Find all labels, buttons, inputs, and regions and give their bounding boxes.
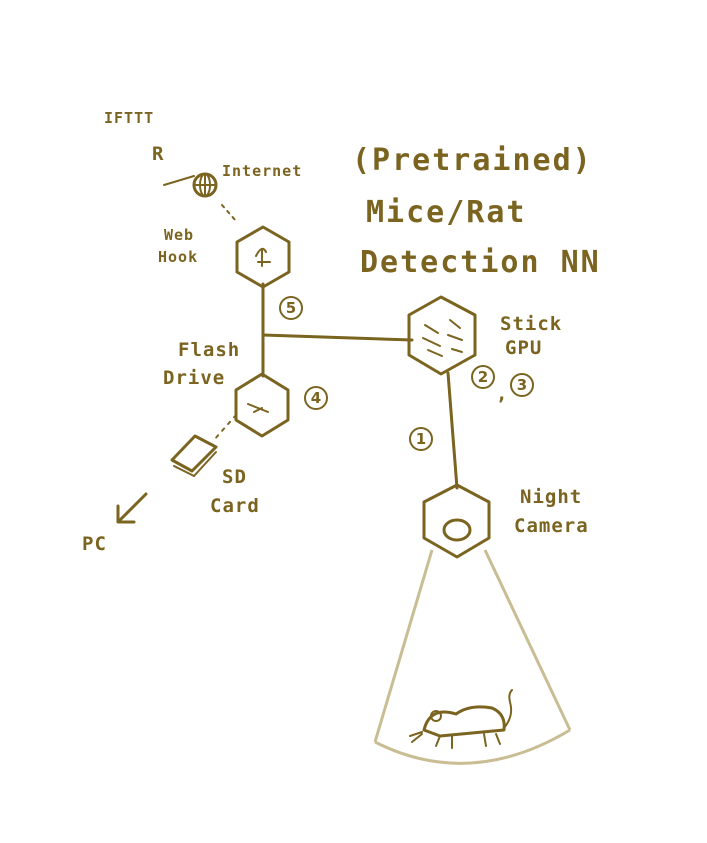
sd-card-icon (170, 434, 218, 477)
flash-drive-node (234, 372, 290, 438)
svg-text:1: 1 (416, 430, 426, 448)
webhook-icon (255, 247, 271, 267)
svg-text:5: 5 (286, 299, 296, 317)
step-badge-1: 1 (409, 427, 433, 451)
sd-label-line1: SD (222, 466, 247, 488)
svg-text:3: 3 (517, 376, 527, 394)
globe-icon (192, 172, 218, 198)
ifttt-label: IFTTT (104, 109, 154, 127)
camera-lens-icon (442, 518, 472, 542)
ifttt-logo-label: R (152, 143, 164, 165)
flash-sd-link (213, 414, 237, 441)
internet-webhook-link (221, 204, 237, 222)
step-badge-2: 2 (471, 365, 495, 389)
pc-label: PC (82, 533, 107, 555)
step-badge-4: 4 (304, 386, 328, 410)
svg-text:2: 2 (478, 368, 488, 386)
sd-label-line2: Card (210, 495, 260, 517)
flash-drive-icon (247, 403, 269, 413)
camera-label-line1: Night (520, 486, 582, 508)
step-badge-3: 3 (510, 373, 534, 397)
step-separator: , (496, 383, 508, 405)
webhook-label-line1: Web (164, 226, 194, 244)
connections (163, 175, 459, 490)
camera-gpu-link (446, 371, 459, 490)
pc-arrow-icon (116, 492, 148, 524)
flash-label-line2: Drive (163, 367, 225, 389)
stick-gpu-label-line1: Stick (500, 313, 562, 335)
gpu-node (407, 295, 477, 376)
svg-text:4: 4 (311, 389, 321, 407)
title-line1: (Pretrained) (352, 143, 593, 178)
flash-label-line1: Flash (178, 339, 240, 361)
gpu-bus-link (261, 333, 414, 342)
title-line2: Mice/Rat (366, 195, 527, 230)
webhook-label-line2: Hook (158, 248, 198, 266)
webhook-node (235, 225, 291, 289)
camera-node (422, 483, 491, 559)
camera-label-line2: Camera (514, 515, 589, 537)
title-line3: Detection NN (360, 245, 601, 280)
stick-gpu-label-line2: GPU (505, 337, 542, 359)
internet-label: Internet (222, 162, 302, 180)
step-badge-5: 5 (279, 296, 303, 320)
ifttt-internet-link (163, 175, 195, 186)
gpu-icon (422, 319, 463, 357)
mouse-icon (409, 689, 513, 749)
camera-view-cone (373, 549, 572, 765)
